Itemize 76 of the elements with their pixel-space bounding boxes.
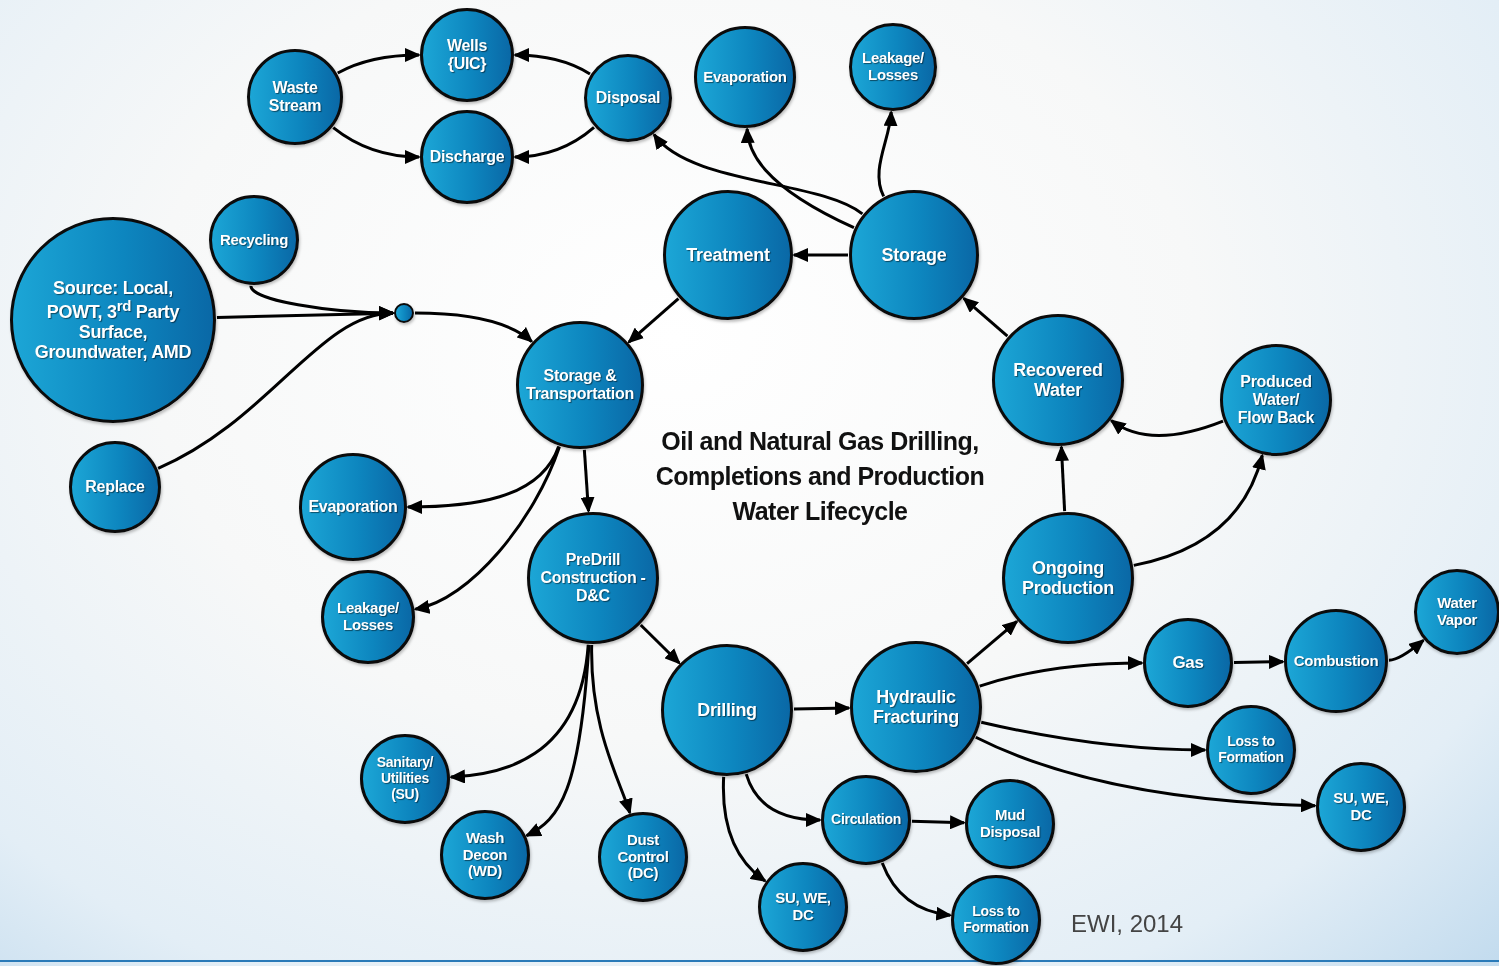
arrow: [639, 623, 681, 665]
node-label: Dust Control (DC): [616, 831, 670, 883]
process-circle: [209, 195, 299, 285]
arrow: [979, 656, 1144, 688]
node-label: Wells {UIC}: [446, 37, 488, 73]
node-label: Combustion: [1293, 652, 1379, 670]
node-label: Water Vapor: [1435, 595, 1479, 629]
arrow: [513, 126, 595, 164]
process-circle: [821, 775, 911, 865]
arrow: [962, 296, 1009, 338]
node-label: Hydraulic Fracturing: [872, 686, 960, 728]
arrow: [880, 862, 953, 921]
node-label: Disposal: [595, 89, 661, 107]
node-label: Waste Stream: [267, 79, 323, 115]
arrow: [877, 109, 897, 197]
arrow: [157, 307, 395, 470]
node-label: PreDrill Construction - D&C: [539, 551, 647, 605]
arrow: [332, 126, 421, 164]
node-label: SU, WE, DC: [1332, 790, 1390, 824]
node-label: Leakage/ Losses: [861, 50, 925, 84]
node-label: Treatment: [686, 244, 770, 266]
arrow: [1388, 639, 1425, 662]
arrow: [413, 446, 561, 613]
diagram-title: Oil and Natural Gas Drilling, Completions and Production Water Lifecycle: [654, 426, 986, 527]
node-label: Produced Water/ Flow Back: [1236, 373, 1316, 427]
node-label: Recovered Water: [1012, 359, 1104, 401]
arrow: [627, 297, 680, 344]
node-label: Evaporation: [703, 68, 787, 86]
arrow: [721, 776, 767, 883]
node-label: Mud Disposal: [978, 807, 1042, 841]
node-label: Gas: [1172, 653, 1204, 673]
node-label: Evaporation: [308, 498, 398, 516]
arrow: [793, 701, 851, 716]
node-label: Loss to Formation: [1217, 734, 1285, 766]
process-circle: [758, 862, 848, 952]
arrow: [792, 248, 848, 262]
node-label: Leakage/ Losses: [336, 600, 400, 634]
node-label: SU, WE, DC: [774, 890, 832, 924]
arrow: [1233, 654, 1285, 669]
arrow: [414, 311, 534, 343]
arrow: [744, 773, 822, 827]
node-label: Sanitary/ Utilities (SU): [375, 755, 435, 803]
arrow: [652, 133, 864, 216]
source-note: EWI, 2014: [1071, 910, 1184, 938]
node-label: Source: Local, POWT, 3$^{rd}$ Party Surface, Groundwater, AMD: [33, 277, 193, 363]
process-circle: [584, 54, 672, 142]
arrow: [337, 48, 421, 75]
node-label: Recycling: [219, 231, 289, 249]
process-circle: [951, 875, 1041, 965]
process-circle: [1206, 705, 1296, 795]
node-label: Circulation: [831, 812, 901, 828]
arrow: [580, 449, 595, 514]
arrow: [448, 644, 590, 784]
process-circle: [1414, 569, 1499, 655]
node-label: Discharge: [429, 148, 505, 166]
arrow: [590, 644, 633, 815]
arrow: [1109, 419, 1224, 437]
node-label: Storage: [881, 244, 947, 266]
arrow: [406, 445, 560, 514]
arrow: [1133, 453, 1265, 567]
arrow: [975, 735, 1317, 813]
junction-dot: [394, 303, 414, 323]
process-circle: [440, 810, 530, 900]
node-label: Loss to Formation: [962, 904, 1030, 936]
node-label: Replace: [85, 478, 145, 496]
arrow: [966, 620, 1019, 665]
arrow: [911, 815, 966, 830]
node-label: Storage & Transportation: [525, 367, 635, 403]
node-label: Drilling: [697, 699, 757, 721]
arrow: [513, 48, 591, 76]
node-label: Wash Decon (WD): [461, 829, 509, 881]
arrow: [741, 126, 855, 230]
arrow: [980, 720, 1207, 757]
arrow: [1055, 444, 1070, 512]
node-label: Ongoing Production: [1021, 557, 1115, 599]
arrow: [524, 644, 591, 837]
